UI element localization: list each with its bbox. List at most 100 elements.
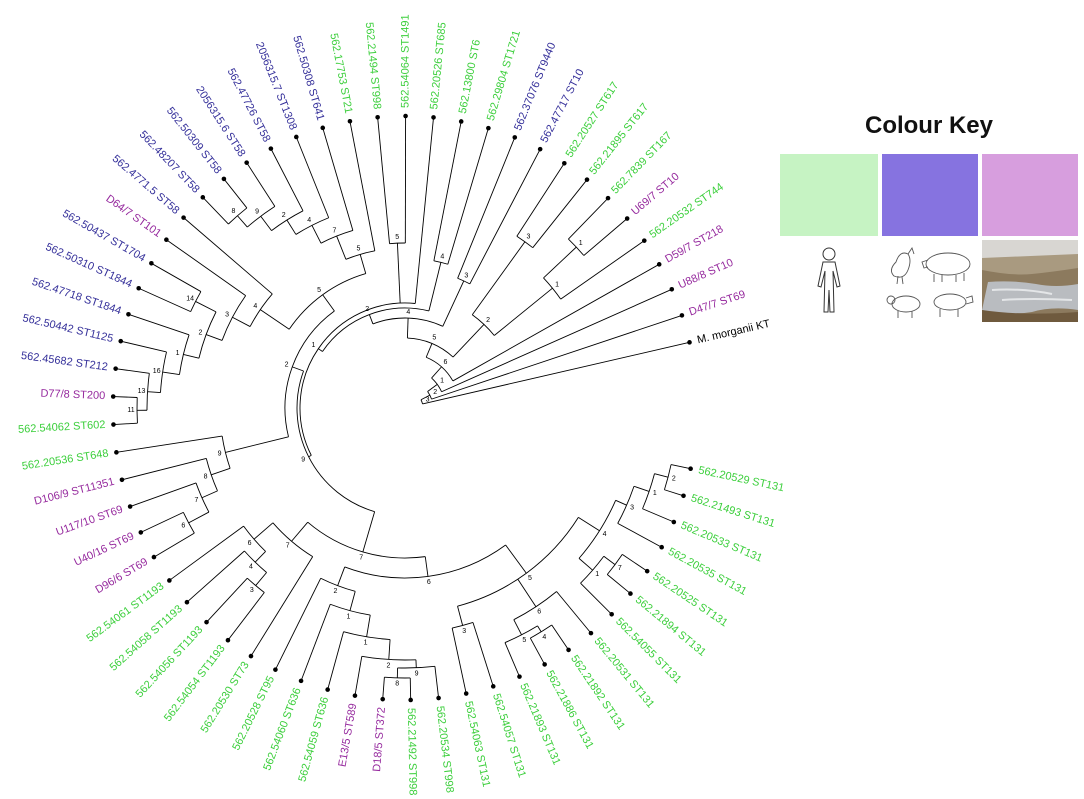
tree-branch	[254, 551, 266, 563]
tree-branch	[414, 117, 434, 304]
leaf-label: 562.50308 ST641	[290, 35, 326, 122]
leaf-label: 562.54059 ST636	[296, 696, 331, 784]
node-support-label: 4	[253, 303, 257, 310]
tree-branch	[513, 619, 522, 636]
tree-branch	[138, 287, 191, 313]
node-support-label: 1	[579, 240, 583, 247]
leaf-tip-dot	[517, 674, 522, 679]
leaf-tip-dot	[298, 678, 304, 684]
tree-branch	[606, 554, 623, 575]
node-support-label: 6	[427, 579, 431, 586]
leaf-tip-dot	[138, 530, 144, 535]
node-support-label: 3	[527, 234, 531, 241]
leaf-label: 562.21494 ST998	[363, 22, 383, 110]
leaf-label: 562.21493 ST131	[689, 492, 776, 530]
node-support-label: 7	[286, 543, 290, 550]
node-support-label: 7	[195, 497, 199, 504]
leaf-tip-dot	[151, 554, 157, 560]
tree-branch	[288, 273, 366, 330]
tree-branch	[166, 239, 246, 296]
node-support-label: 7	[359, 555, 363, 562]
node-support-label: 2	[282, 212, 286, 219]
tree-branch	[384, 676, 411, 679]
leaf-tip-dot	[119, 477, 125, 483]
leaf-label: 562.47718 ST1844	[30, 276, 122, 317]
tree-branch	[471, 241, 526, 316]
tree-branch	[583, 218, 628, 256]
tree-branch	[359, 254, 367, 274]
tree-branch	[308, 454, 312, 458]
tree-branch	[349, 121, 376, 251]
tree-branch	[578, 517, 600, 532]
tree-branch	[452, 622, 474, 629]
node-support-label: 1	[653, 490, 657, 497]
tree-branch	[388, 639, 391, 660]
leaf-tip-dot	[248, 653, 254, 659]
tree-branch	[529, 637, 546, 665]
leaf-tip-dot	[659, 544, 664, 550]
leaf-tip-dot	[244, 160, 249, 165]
leaf-tip-dot	[200, 195, 206, 200]
leaf-tip-dot	[408, 697, 413, 703]
tree-branch	[232, 316, 251, 327]
leaf-label: U69/7 ST10	[629, 171, 681, 218]
tree-branch	[179, 334, 190, 375]
tree-branch	[116, 435, 223, 453]
tree-branch	[311, 225, 322, 244]
tree-branch	[396, 243, 401, 304]
leaf-tip-dot	[436, 695, 441, 701]
node-support-label: 1	[440, 378, 444, 385]
tree-branch	[537, 625, 542, 633]
node-support-label: 7	[332, 227, 336, 234]
tree-branch	[337, 566, 346, 586]
leaf-tip-dot	[656, 262, 662, 267]
node-support-label: 5	[522, 637, 526, 644]
leaf-label: U40/16 ST69	[72, 530, 136, 568]
tree-branch	[151, 262, 202, 292]
leaf-tip-dot	[644, 568, 650, 574]
tree-branch	[377, 117, 390, 244]
tree-branch	[420, 394, 431, 401]
leaf-label: 562.29804 ST1721	[485, 29, 523, 122]
tree-branch	[195, 301, 217, 313]
tree-branch	[366, 615, 371, 637]
leaf-tip-dot	[204, 619, 209, 625]
node-support-label: 8	[204, 474, 208, 481]
tree-branch	[284, 310, 335, 437]
tree-branch	[516, 163, 565, 237]
leaf-label: 562.54060 ST636	[261, 686, 303, 772]
node-support-label: 1	[311, 342, 315, 349]
tree-branch	[336, 235, 347, 260]
leaf-label: D47/7 ST69	[688, 288, 747, 318]
tree-branch	[504, 642, 520, 677]
tree-branch	[642, 508, 674, 523]
tree-branch	[296, 370, 375, 513]
tree-branch	[322, 307, 430, 352]
tree-branch	[182, 512, 195, 534]
leaf-tip-dot	[431, 115, 436, 120]
leaf-label: U88/8 ST10	[677, 257, 736, 292]
tree-branch	[291, 521, 309, 542]
tree-branch	[362, 511, 376, 553]
node-support-label: 6	[537, 609, 541, 616]
tree-branch	[113, 422, 138, 425]
tree-branch	[420, 399, 423, 405]
node-support-label: 3	[225, 311, 229, 318]
leaf-tip-dot	[458, 119, 464, 124]
tree-branch	[406, 318, 409, 339]
tree-branch	[472, 622, 494, 687]
tree-branch	[422, 341, 690, 405]
leaf-tip-dot	[149, 261, 154, 266]
leaf-tip-dot	[347, 118, 353, 124]
leaf-tip-dot	[273, 667, 278, 672]
leaf-tip-dot	[403, 113, 408, 119]
node-support-label: 4	[603, 531, 607, 538]
node-support-label: 9	[218, 451, 222, 458]
tree-branch	[344, 544, 506, 579]
environment-swatch	[982, 154, 1078, 236]
tree-branch	[469, 148, 541, 285]
tree-branch	[188, 511, 210, 524]
leaf-tip-dot	[542, 662, 547, 667]
tree-branch	[295, 217, 329, 235]
